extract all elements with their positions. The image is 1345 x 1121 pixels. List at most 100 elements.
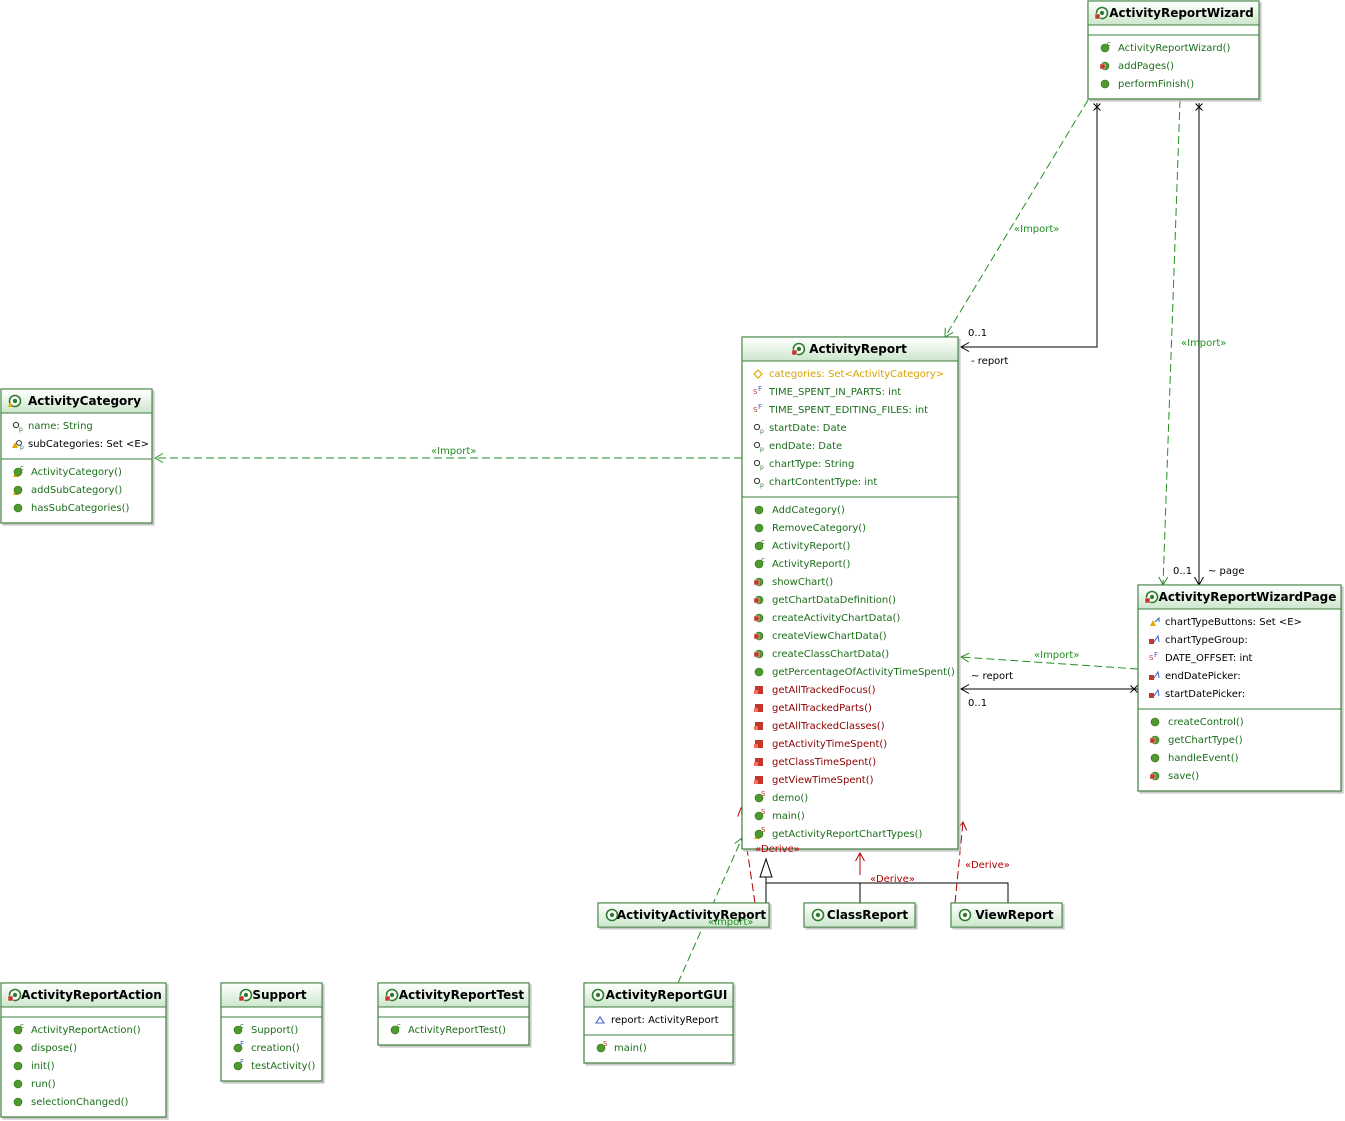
protected-field-icon	[1150, 616, 1160, 626]
private-method-icon	[753, 577, 764, 587]
edge-labels-layer: «Import»«Import»«Import»«Import»«Import»…	[431, 224, 1245, 928]
class-box-aar[interactable]: ActivityActivityReport	[597, 902, 770, 928]
method: testActivity()	[251, 1061, 316, 1072]
attribute: categories: Set<ActivityCategory>	[769, 369, 944, 380]
method: getActivityReportChartTypes()	[772, 829, 923, 840]
svg-text:S: S	[603, 1040, 608, 1048]
method: performFinish()	[1118, 79, 1194, 90]
multiplicity-label: 0..1	[1173, 566, 1192, 577]
public-method-icon	[754, 505, 764, 515]
attribute: startDatePicker:	[1165, 689, 1245, 700]
method: getViewTimeSpent()	[772, 775, 874, 786]
derive-label: «Derive»	[755, 844, 800, 855]
method: ActivityReport()	[772, 541, 850, 552]
private-red-method-icon	[754, 722, 763, 730]
private-method-icon	[753, 649, 764, 659]
package-field-icon	[594, 1016, 606, 1024]
method: ActivityReport()	[772, 559, 850, 570]
svg-text:S: S	[753, 406, 758, 414]
svg-text:S: S	[1149, 654, 1154, 662]
class-public-icon	[811, 908, 825, 922]
svg-text:S: S	[761, 808, 766, 816]
derive-label: «Derive»	[965, 860, 1010, 871]
attribute: TIME_SPENT_EDITING_FILES: int	[768, 405, 928, 416]
derive-edge-aar-report	[740, 807, 756, 904]
arrow-head	[855, 851, 865, 862]
method: ActivityReportTest()	[408, 1025, 506, 1036]
role-label: ~ page	[1208, 566, 1245, 577]
constructor-icon: c	[13, 1022, 24, 1035]
svg-text:S: S	[761, 826, 766, 834]
class-name: ActivityActivityReport	[617, 908, 767, 922]
attribute: report: ActivityReport	[611, 1015, 719, 1026]
class-name: ActivityReportWizardPage	[1159, 590, 1337, 604]
svg-text:S: S	[761, 790, 766, 798]
method: Support()	[251, 1025, 298, 1036]
class-box-classreport[interactable]: ClassReport	[803, 902, 916, 928]
method: ActivityReportAction()	[31, 1025, 141, 1036]
method: hasSubCategories()	[31, 503, 130, 514]
public-method-icon	[13, 1061, 23, 1071]
svg-text:c: c	[1107, 40, 1111, 48]
protected-property-icon: p	[12, 440, 24, 451]
attribute: chartTypeButtons: Set <E>	[1165, 617, 1302, 628]
svg-text:c: c	[761, 556, 765, 564]
svg-text:c: c	[397, 1022, 401, 1030]
attribute: name: String	[28, 421, 93, 432]
multiplicity-label: 0..1	[968, 328, 987, 339]
private-field-icon	[1149, 670, 1160, 680]
svg-text:S: S	[753, 388, 758, 396]
class-private-icon	[791, 342, 806, 356]
multiplicity-label: 0..1	[968, 698, 987, 709]
constructor-icon: c	[754, 556, 765, 569]
svg-text:c: c	[761, 538, 765, 546]
property-icon: p	[753, 423, 764, 435]
class-name: ClassReport	[827, 908, 908, 922]
class-box-viewreport[interactable]: ViewReport	[950, 902, 1063, 928]
static-method-icon: S	[754, 790, 766, 803]
attribute: TIME_SPENT_IN_PARTS: int	[768, 387, 901, 398]
method: addPages()	[1118, 61, 1174, 72]
svg-text:c: c	[240, 1022, 244, 1030]
property-icon: p	[753, 477, 764, 489]
class-box-wpage[interactable]: ActivityReportWizardPage chartTypeButtons…	[1137, 584, 1342, 792]
method: run()	[31, 1079, 56, 1090]
public-method-icon	[754, 523, 764, 533]
public-method-icon	[13, 1079, 23, 1089]
constructor-icon: c	[233, 1022, 244, 1035]
class-private-icon	[1094, 6, 1109, 20]
method: main()	[614, 1043, 647, 1054]
protected-constructor-icon: c	[13, 464, 24, 477]
method: showChart()	[772, 577, 833, 588]
class-private-icon	[384, 988, 399, 1002]
property-icon: p	[753, 441, 764, 453]
svg-text:p: p	[20, 444, 24, 451]
generalization-triangle	[759, 857, 773, 878]
class-name: ActivityReportTest	[399, 988, 524, 1002]
class-box-test[interactable]: ActivityReportTest c ActivityReportTest()	[377, 982, 530, 1046]
arrow-head	[959, 684, 970, 694]
import-edge-wizard-page	[1162, 99, 1181, 586]
method: demo()	[772, 793, 808, 804]
method: dispose()	[31, 1043, 77, 1054]
method: handleEvent()	[1168, 753, 1239, 764]
derive-edge-viewreport-report	[954, 821, 964, 904]
arrow-head	[959, 342, 970, 352]
static-method-icon: S	[596, 1040, 608, 1053]
private-red-method-icon	[754, 758, 763, 766]
attribute: endDatePicker:	[1165, 671, 1241, 682]
method: addSubCategory()	[31, 485, 122, 496]
association-wizard-report	[961, 103, 1098, 348]
arrow-head	[153, 453, 164, 463]
class-public-icon	[591, 988, 605, 1002]
svg-text:p: p	[760, 464, 764, 471]
class-name: ActivityCategory	[28, 394, 141, 408]
